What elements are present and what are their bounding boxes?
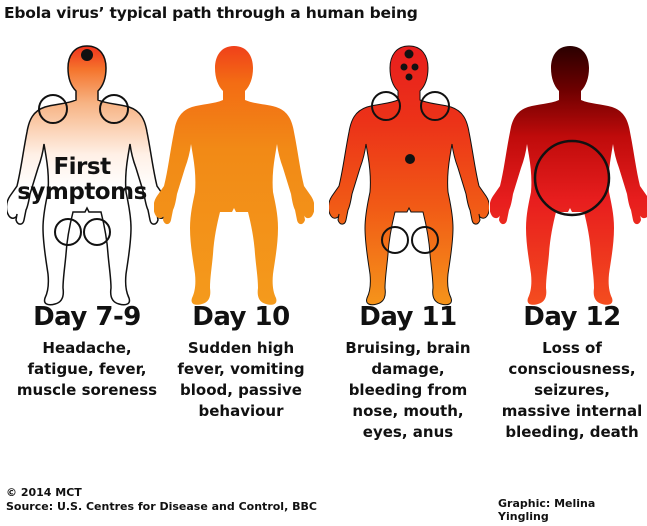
day-label: Day 7-9 bbox=[33, 302, 141, 332]
stage-description: Headache,fatigue, fever,muscle soreness bbox=[16, 339, 158, 399]
eye-spot-left bbox=[400, 63, 408, 71]
eye-spot-right bbox=[411, 63, 419, 71]
body-figure-day-12 bbox=[490, 40, 647, 310]
day-label: Day 12 bbox=[523, 302, 621, 332]
body-figure-day-10 bbox=[154, 40, 314, 310]
page-title: Ebola virus’ typical path through a huma… bbox=[4, 4, 418, 22]
knee-ring-right bbox=[83, 218, 111, 246]
abdomen-spot bbox=[405, 154, 415, 164]
shoulder-ring-right bbox=[420, 91, 450, 121]
mouth-spot bbox=[405, 73, 413, 81]
knee-ring-right bbox=[411, 226, 439, 254]
shoulder-ring-left bbox=[371, 91, 401, 121]
shoulder-ring-right bbox=[99, 94, 129, 124]
graphic-credit: Graphic: Melina Yingling bbox=[498, 497, 596, 523]
credit-block: © 2014 MCT Source: U.S. Centres for Dise… bbox=[6, 486, 317, 514]
body-figure-day-11 bbox=[329, 40, 489, 310]
knee-ring-left bbox=[54, 218, 82, 246]
body-figure-day-7-9 bbox=[7, 40, 167, 310]
head-spot bbox=[404, 49, 414, 59]
day-label: Day 11 bbox=[359, 302, 457, 332]
day-label: Day 10 bbox=[192, 302, 290, 332]
first-symptoms-label: First symptoms bbox=[17, 154, 147, 205]
torso-ring bbox=[533, 139, 611, 217]
knee-ring-left bbox=[381, 226, 409, 254]
head-spot bbox=[81, 49, 93, 61]
copyright: © 2014 MCT bbox=[6, 486, 82, 499]
shoulder-ring-left bbox=[38, 94, 68, 124]
source-line: Source: U.S. Centres for Disease and Con… bbox=[6, 500, 317, 513]
